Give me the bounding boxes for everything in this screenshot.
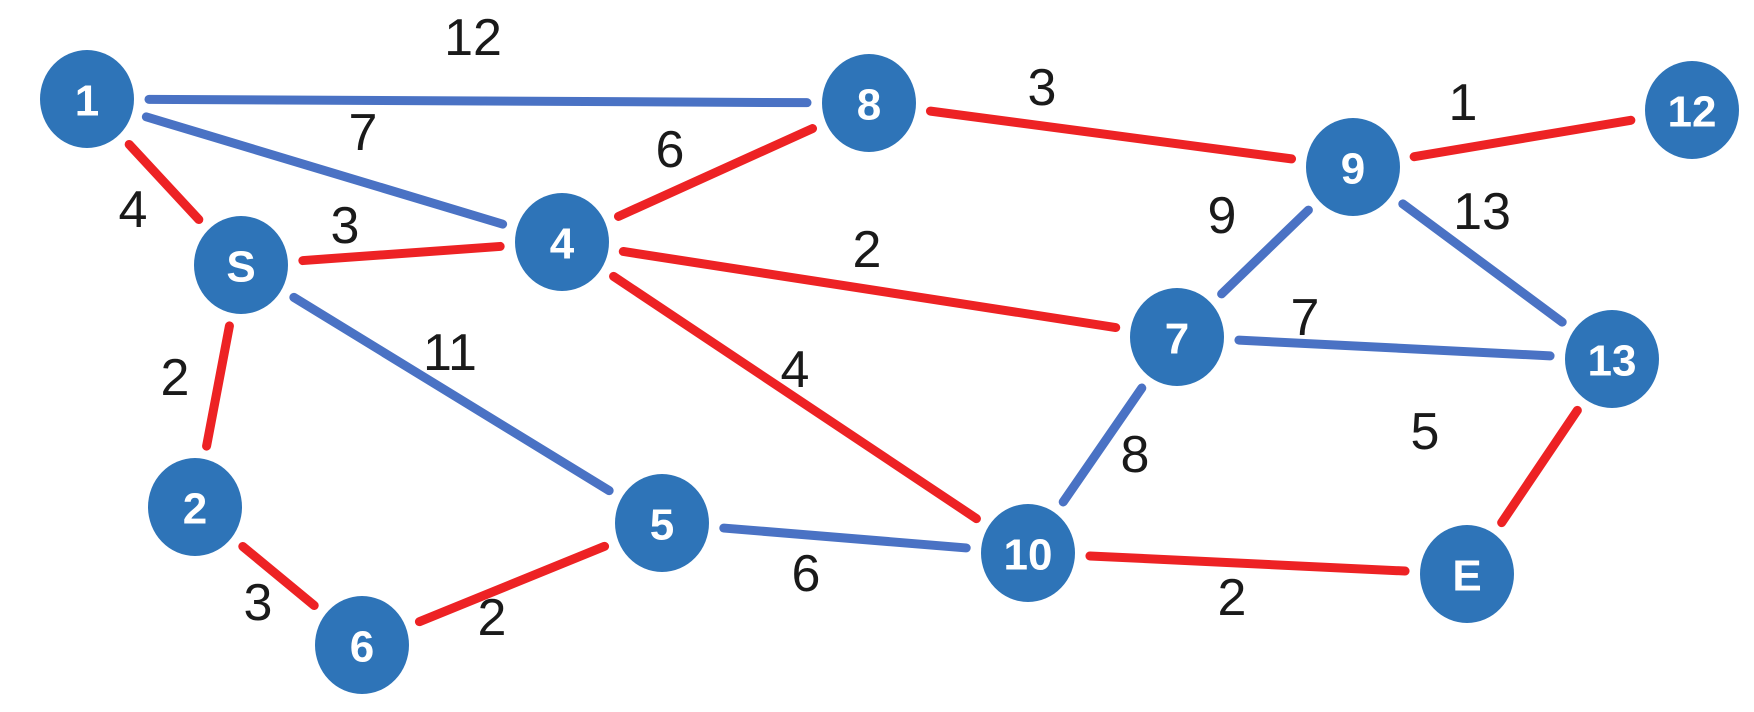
node-label-2: 2	[183, 485, 207, 534]
edge-weight-13-E: 5	[1411, 403, 1440, 461]
edge-weight-9-12: 1	[1449, 74, 1478, 132]
edge-2-6	[238, 541, 319, 611]
edge-weight-7-9: 9	[1208, 187, 1237, 245]
edge-4-8	[613, 124, 818, 221]
edge-7-10	[1058, 383, 1147, 507]
edge-weight-7-10: 8	[1121, 426, 1150, 484]
edge-7-13	[1234, 335, 1555, 361]
node-circle-12	[1645, 61, 1739, 159]
edge-S-4	[298, 241, 505, 266]
node-label-S: S	[226, 243, 255, 292]
node-circle-4	[515, 193, 609, 291]
node-8: 8	[822, 54, 916, 152]
node-10: 10	[981, 504, 1075, 602]
edge-weight-S-5: 11	[423, 324, 477, 382]
edge-weight-1-4: 7	[349, 104, 378, 162]
edge-weight-4-7: 2	[853, 221, 882, 279]
edge-weight-6-5: 2	[478, 589, 507, 647]
edge-13-E	[1497, 405, 1582, 528]
node-circle-2	[148, 458, 242, 556]
node-circle-S	[194, 216, 288, 314]
edge-weight-10-E: 2	[1218, 569, 1247, 627]
edge-S-2	[202, 321, 234, 451]
node-circle-1	[40, 50, 134, 148]
edge-weight-S-4: 3	[331, 197, 360, 255]
node-label-8: 8	[857, 81, 881, 130]
node-circle-10	[981, 504, 1075, 602]
edge-S-5	[289, 292, 614, 496]
edge-weight-4-8: 6	[656, 121, 685, 179]
edge-9-13	[1398, 199, 1567, 327]
node-circle-5	[615, 474, 709, 572]
node-1: 1	[40, 50, 134, 148]
node-label-5: 5	[650, 501, 674, 550]
edge-4-10	[609, 271, 981, 524]
node-label-9: 9	[1341, 145, 1365, 194]
node-7: 7	[1130, 288, 1224, 386]
edge-weight-9-13: 13	[1453, 183, 1511, 241]
edge-7-9	[1217, 205, 1313, 299]
node-circle-8	[822, 54, 916, 152]
edge-4-7	[618, 246, 1121, 333]
edge-1-S	[124, 139, 204, 225]
node-circle-13	[1565, 310, 1659, 408]
node-label-13: 13	[1588, 337, 1637, 386]
node-13: 13	[1565, 310, 1659, 408]
edge-6-5	[414, 541, 610, 627]
node-label-7: 7	[1165, 315, 1189, 364]
edge-weight-5-10: 6	[792, 545, 821, 603]
edge-9-12	[1409, 115, 1636, 162]
node-label-12: 12	[1668, 88, 1717, 137]
edge-weight-7-13: 7	[1291, 289, 1320, 347]
edge-1-4	[141, 112, 508, 229]
node-4: 4	[515, 193, 609, 291]
edge-1-8	[144, 94, 812, 108]
edge-weight-1-S: 4	[119, 181, 148, 239]
edge-weight-S-2: 2	[161, 349, 190, 407]
node-9: 9	[1306, 118, 1400, 216]
node-E: E	[1420, 525, 1514, 623]
node-circle-9	[1306, 118, 1400, 216]
node-6: 6	[315, 596, 409, 694]
node-label-4: 4	[550, 220, 575, 269]
edge-10-E	[1085, 551, 1410, 576]
node-S: S	[194, 216, 288, 314]
edge-weight-8-9: 3	[1028, 59, 1057, 117]
node-circle-7	[1130, 288, 1224, 386]
node-label-1: 1	[75, 77, 99, 126]
node-label-E: E	[1452, 552, 1481, 601]
node-5: 5	[615, 474, 709, 572]
node-label-6: 6	[350, 623, 374, 672]
edge-weight-2-6: 3	[244, 574, 273, 632]
edge-weight-4-10: 4	[781, 341, 810, 399]
edge-5-10	[719, 523, 971, 553]
edge-8-9	[925, 106, 1297, 164]
node-circle-E	[1420, 525, 1514, 623]
node-circle-6	[315, 596, 409, 694]
node-12: 12	[1645, 61, 1739, 159]
node-2: 2	[148, 458, 242, 556]
edge-weight-1-8: 12	[444, 9, 502, 67]
node-label-10: 10	[1004, 531, 1053, 580]
